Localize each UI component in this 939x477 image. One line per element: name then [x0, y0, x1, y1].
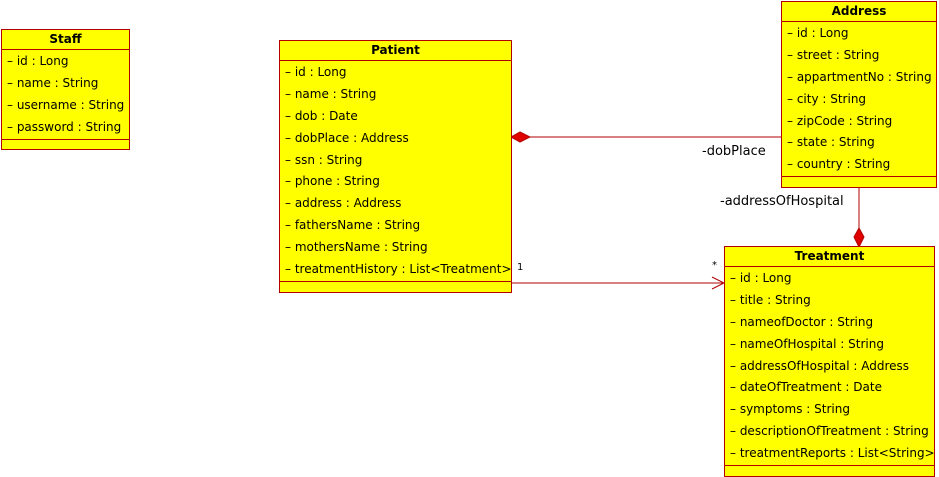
class-name: Address [782, 2, 936, 22]
attribute-row: – treatmentReports : List<String> [730, 446, 935, 461]
attribute-row: – id : Long [7, 54, 69, 68]
attribute-list: – id : Long – title : String – nameofDocto… [725, 267, 935, 465]
patient-class[interactable]: Patient – id : Long – name : String – dob … [279, 40, 512, 293]
attribute-row: – id : Long [787, 26, 849, 40]
attribute-row: – treatmentHistory : List<Treatment> [285, 262, 512, 277]
operations-compartment [280, 280, 511, 291]
attribute-row: – city : String [787, 91, 867, 106]
attribute-list: – id : Long – name : String – dob : Date – … [280, 61, 512, 281]
attribute-row: – id : Long [285, 65, 347, 79]
attribute-row: – dateOfTreatment : Date [730, 380, 882, 395]
class-name: Patient [280, 41, 511, 61]
attribute-row: – fathersName : String [285, 218, 421, 233]
attribute-row: – state : String [787, 135, 875, 150]
attribute-row: – ssn : String [285, 152, 363, 167]
operations-compartment [782, 176, 936, 186]
class-name: Staff [2, 30, 129, 50]
attribute-row: – dob : Date [285, 108, 358, 123]
attribute-row: – descriptionOfTreatment : String [730, 424, 929, 439]
addressofhospital-composition-diamond [853, 226, 865, 249]
attribute-row: – name : String [7, 75, 99, 90]
dobplace-role-label: -dobPlace [702, 144, 766, 159]
attribute-row: – phone : String [285, 174, 380, 189]
attribute-row: – id : Long [730, 271, 792, 285]
addressofhospital-role-label: -addressOfHospital [720, 194, 844, 209]
attribute-row: – address : Address [285, 196, 402, 211]
attribute-row: – password : String [7, 119, 122, 134]
staff-class[interactable]: Staff – id : Long – name : String – userna… [1, 29, 130, 150]
class-name: Treatment [725, 247, 934, 267]
attribute-row: – username : String [7, 97, 125, 112]
attribute-row: – street : String [787, 47, 880, 62]
attribute-row: – country : String [787, 157, 891, 172]
attribute-row: – mothersName : String [285, 240, 428, 255]
operations-compartment [725, 465, 934, 475]
attribute-row: – name : String [285, 86, 377, 101]
attribute-row: – addressOfHospital : Address [730, 358, 910, 373]
attribute-list: – id : Long – name : String – username : S… [2, 50, 129, 139]
attribute-row: – zipCode : String [787, 113, 893, 128]
attribute-row: – title : String [730, 292, 811, 307]
attribute-row: – symptoms : String [730, 402, 850, 417]
attribute-row: – appartmentNo : String [787, 69, 932, 84]
dobplace-composition-diamond [509, 131, 532, 143]
treatmenthistory-target-multiplicity: * [712, 260, 717, 271]
attribute-row: – nameOfHospital : String [730, 336, 884, 351]
attribute-row: – dobPlace : Address [285, 130, 409, 145]
operations-compartment [2, 138, 129, 149]
attribute-row: – nameofDoctor : String [730, 314, 874, 329]
attribute-list: – id : Long – street : String – appartment… [782, 22, 936, 176]
treatmenthistory-source-multiplicity: 1 [517, 262, 524, 273]
treatment-class[interactable]: Treatment – id : Long – title : String – n… [724, 246, 935, 477]
address-class[interactable]: Address – id : Long – street : String – ap… [781, 1, 937, 188]
